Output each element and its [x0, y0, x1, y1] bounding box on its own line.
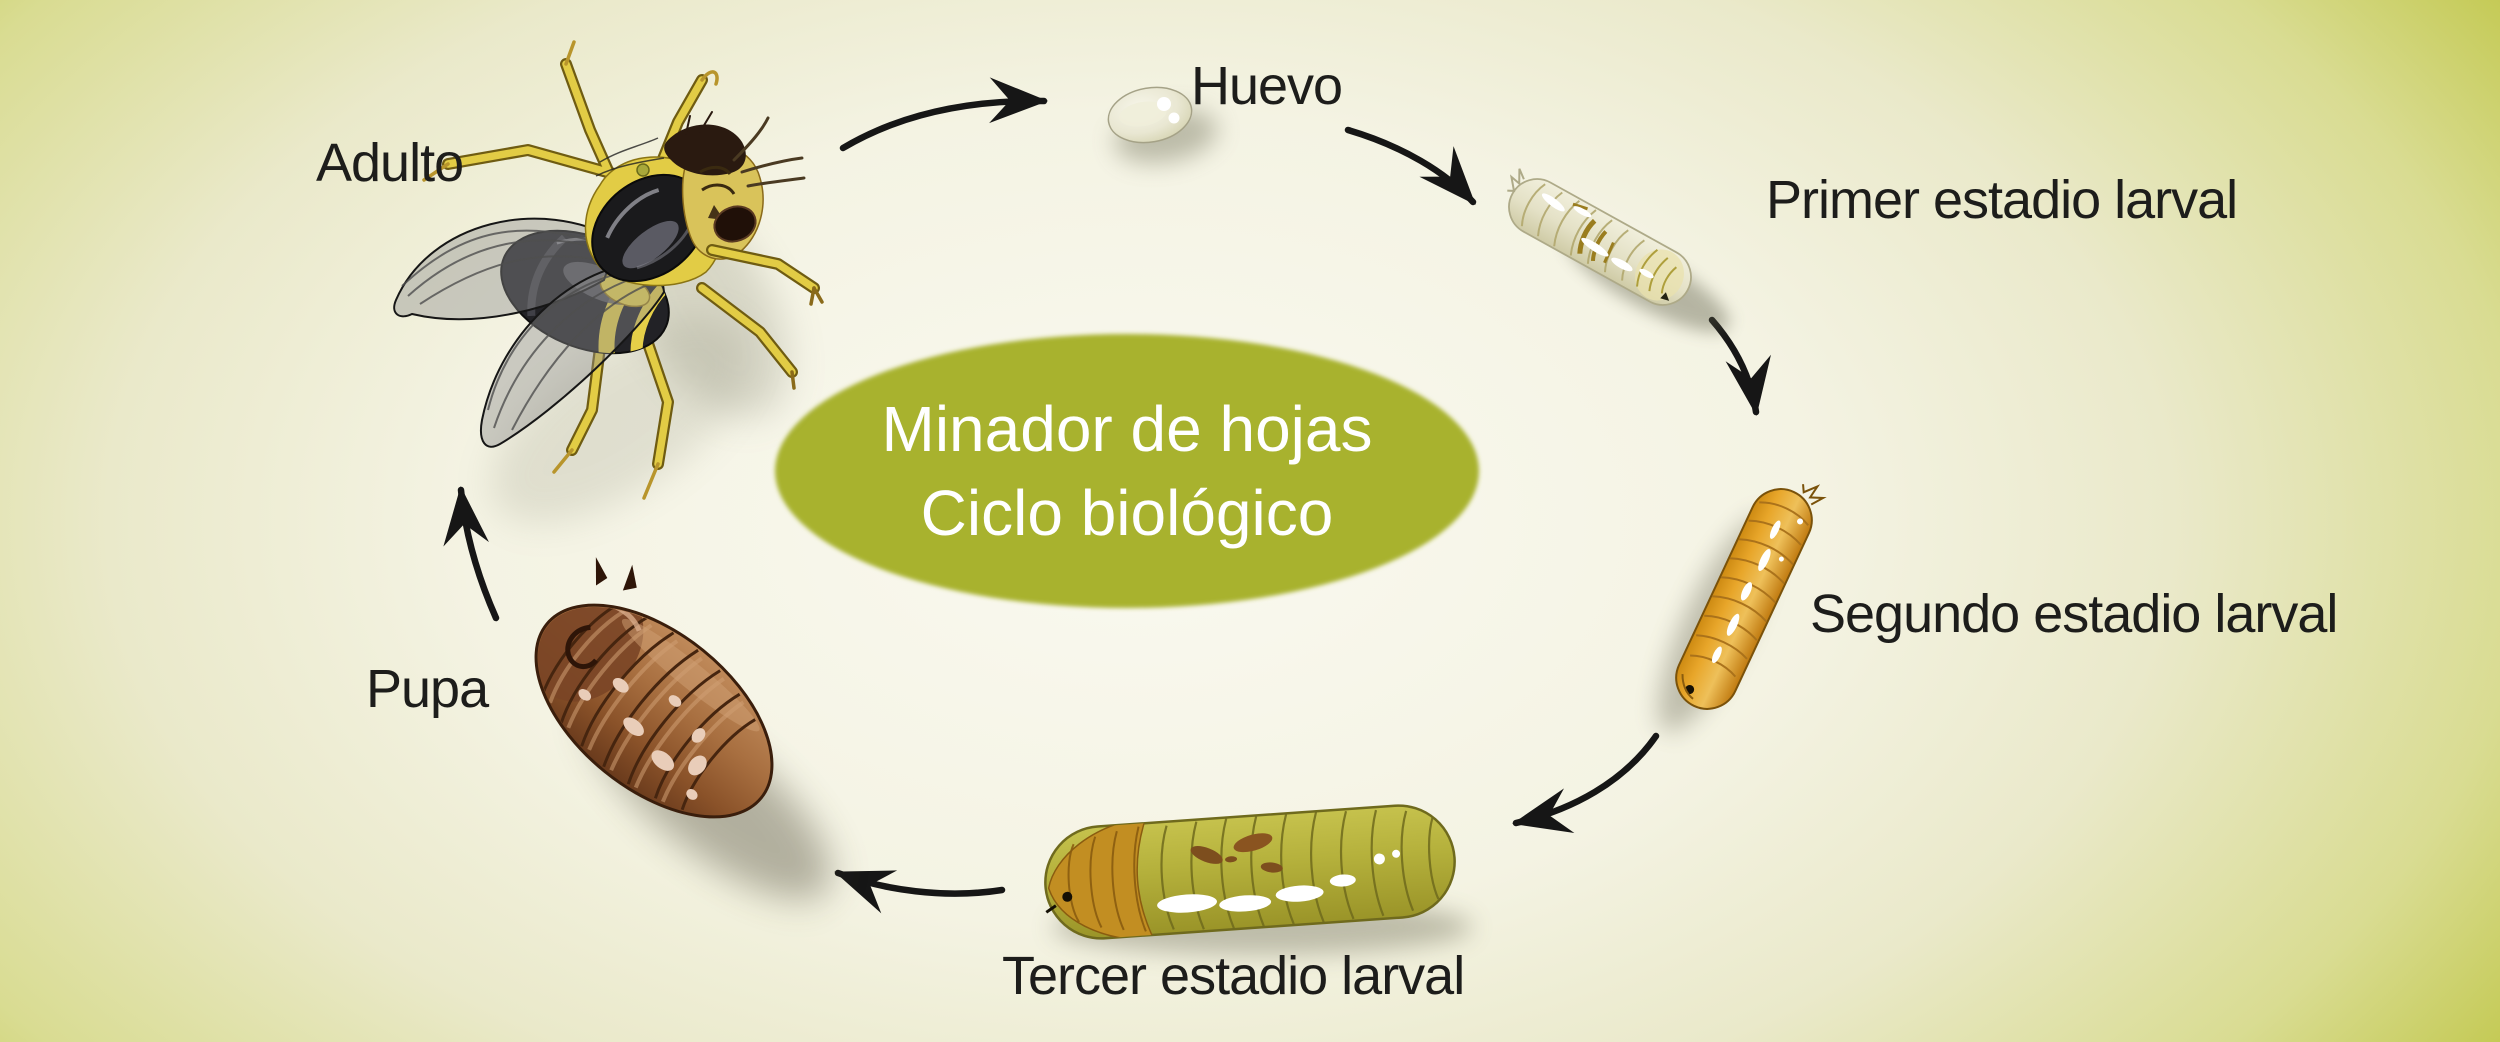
pupa-illustration [529, 557, 832, 900]
fly-wings [393, 217, 666, 448]
label-primer-estadio-larval: Primer estadio larval [1766, 170, 2238, 230]
first-instar-larva-illustration [1507, 168, 1730, 333]
arrow-huevo-to-primer [1344, 126, 1477, 206]
fly-head [664, 111, 806, 260]
arrow-adulto-to-huevo [839, 77, 1048, 152]
arrow-pupa-to-adulto [443, 486, 500, 622]
arrow-segundo-to-tercer [1512, 732, 1660, 833]
second-instar-larva-illustration [1658, 484, 1827, 732]
arrow-tercer-to-pupa [834, 869, 1006, 914]
diagram-title: Minador de hojas Ciclo biológico [777, 340, 1477, 602]
arrow-primer-to-segundo [1708, 316, 1771, 416]
third-instar-larva-illustration [1044, 804, 1472, 955]
label-tercer-estadio-larval: Tercer estadio larval [1002, 946, 1465, 1006]
diagram-title-line2: Ciclo biológico [920, 477, 1334, 549]
cycle-arrows [443, 77, 1771, 914]
label-adulto: Adulto [316, 133, 464, 193]
label-huevo: Huevo [1191, 56, 1343, 116]
label-segundo-estadio-larval: Segundo estadio larval [1810, 584, 2338, 644]
label-pupa: Pupa [366, 659, 489, 719]
diagram-title-line1: Minador de hojas [881, 392, 1373, 465]
egg-illustration [1107, 86, 1218, 164]
center-ellipse [775, 334, 1479, 608]
adult-fly-illustration [393, 40, 824, 524]
